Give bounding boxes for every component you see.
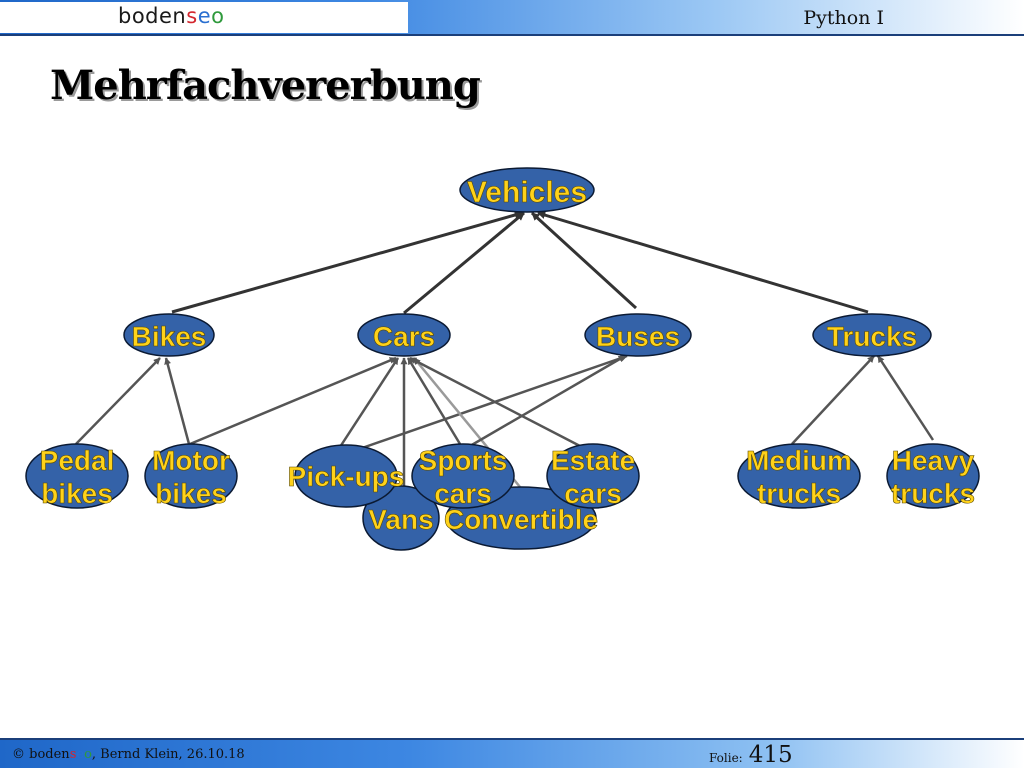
node-pedal-bikes-label: Pedal (40, 445, 115, 476)
node-motor-bikes-label: bikes (155, 478, 227, 509)
edge-motor-bikes-to-bikes (164, 357, 191, 445)
node-cars: Cars (357, 313, 451, 357)
node-motor-bikes-label: Motor (152, 445, 230, 476)
edge-bikes-to-vehicles (171, 211, 523, 314)
footer-credits: © bodenseo, Bernd Klein, 26.10.18 (12, 747, 245, 762)
node-medium-trucks-label: trucks (757, 478, 841, 509)
edge-medium-trucks-to-trucks (791, 355, 875, 445)
node-pedal-bikes-shape (25, 443, 129, 509)
node-estate-cars-label: cars (564, 478, 622, 509)
node-estate-cars-label: Estate (551, 445, 635, 476)
copyright-symbol: © (12, 747, 25, 762)
node-medium-trucks-label: Medium (746, 445, 852, 476)
slide-indicator: Folie: 415 (709, 742, 793, 768)
node-bikes-label: Bikes (132, 321, 207, 352)
brand-logo-part: s (186, 4, 198, 28)
node-buses-shape (584, 313, 692, 357)
slide-number: 415 (748, 742, 793, 768)
node-sports-cars-shape (411, 443, 515, 509)
node-vehicles: Vehicles (459, 167, 595, 213)
edge-estate-cars-to-cars (409, 356, 581, 448)
node-vans-label: Vans (368, 504, 433, 535)
brand-logo-part: boden (118, 4, 187, 28)
node-pick-ups: Pick-ups (287, 444, 405, 508)
footer-brand-part: e (76, 747, 85, 762)
slide-label: Folie: (709, 751, 743, 765)
node-pick-ups-label: Pick-ups (288, 461, 405, 492)
node-heavy-trucks-label: trucks (891, 478, 975, 509)
edge-sports-cars-to-buses (469, 354, 626, 448)
edge-heavy-trucks-to-trucks (876, 355, 935, 441)
edge-motor-bikes-to-cars (189, 356, 397, 446)
node-trucks: Trucks (812, 313, 932, 357)
footer-brand-part: boden (29, 747, 70, 762)
edge-trucks-to-vehicles (537, 211, 869, 314)
brand-logo: bodenseo (118, 4, 224, 28)
node-convertible-label: Convertible (444, 504, 598, 535)
footer-brand-part: s (69, 747, 77, 762)
footer-author-date: , Bernd Klein, 26.10.18 (91, 747, 245, 762)
node-vehicles-label: Vehicles (467, 176, 587, 209)
edge-pedal-bikes-to-bikes (75, 357, 161, 445)
node-sports-cars-label: Sports (419, 445, 508, 476)
node-vans-shape (362, 485, 440, 551)
node-pick-ups-shape (294, 444, 398, 508)
node-pedal-bikes-label: bikes (41, 478, 113, 509)
edge-pick-ups-to-buses (341, 354, 628, 457)
node-motor-bikes-shape (144, 443, 238, 509)
edge-sports-cars-to-cars (406, 357, 462, 445)
node-cars-label: Cars (373, 321, 435, 352)
edge-buses-to-vehicles (530, 211, 638, 310)
node-buses-label: Buses (596, 321, 680, 352)
brand-logo-part: e (197, 4, 212, 28)
node-bikes: Bikes (123, 313, 215, 357)
node-estate-cars-shape (546, 443, 640, 509)
node-trucks-shape (812, 313, 932, 357)
node-cars-shape (357, 313, 451, 357)
footer-brand-part: o (84, 747, 92, 762)
course-title: Python I (803, 7, 884, 29)
brand-logo-part: o (211, 4, 225, 28)
node-bikes-shape (123, 313, 215, 357)
logo-panel (0, 2, 408, 33)
node-sports-cars-label: cars (434, 478, 492, 509)
edge-pick-ups-to-cars (338, 357, 400, 448)
header-bar: bodenseo Python I (0, 0, 1024, 36)
node-vehicles-shape (459, 167, 595, 213)
node-heavy-trucks-label: Heavy (892, 445, 975, 476)
node-trucks-label: Trucks (827, 321, 917, 352)
slide-title: Mehrfachvererbung (50, 62, 481, 109)
node-buses: Buses (584, 313, 692, 357)
footer-bar: © bodenseo, Bernd Klein, 26.10.18 Folie:… (0, 738, 1024, 768)
node-vans: Vans (362, 485, 440, 551)
edge-cars-to-vehicles (403, 211, 525, 315)
edges-layer (75, 211, 935, 488)
node-heavy-trucks-shape (886, 443, 980, 509)
node-medium-trucks-shape (737, 443, 861, 509)
